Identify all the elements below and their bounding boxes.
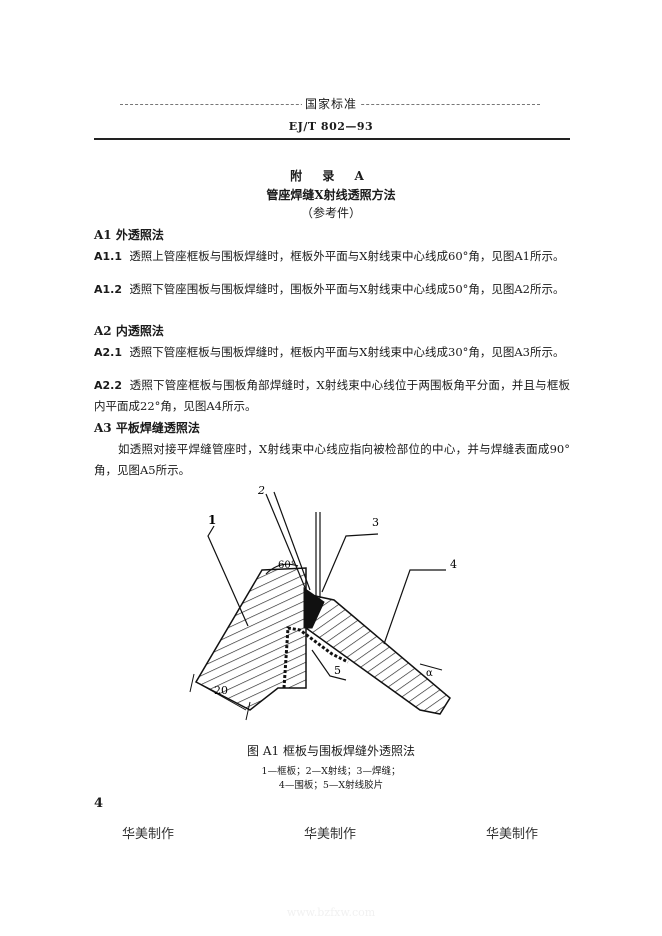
appendix-remark: （参考件） bbox=[300, 206, 361, 220]
section-a3-heading: A3 平板焊缝透照法 bbox=[94, 421, 200, 435]
dimension-line bbox=[195, 681, 247, 711]
paragraph-number: A1.2 bbox=[94, 283, 122, 296]
section-a1-heading: A1 外透照法 bbox=[94, 228, 164, 242]
weld-bead bbox=[303, 587, 325, 629]
label-3: 3 bbox=[372, 516, 379, 529]
label-dimension-20: 20 bbox=[214, 684, 228, 697]
document-number: EJ/T 802—93 bbox=[288, 120, 374, 133]
paragraph-text: 透照下管座框板与围板焊缝时，框板内平面与X射线束中心线成30°角，见图A3所示。 bbox=[129, 345, 565, 359]
x-ray-beam bbox=[265, 493, 307, 591]
page-number: 4 bbox=[94, 796, 104, 811]
appendix-label: 附 录 A bbox=[290, 169, 372, 183]
paragraph-a1-1: A1.1 透照上管座框板与围板焊缝时，框板外平面与X射线束中心线成60°角，见图… bbox=[94, 246, 570, 267]
label-5: 5 bbox=[334, 664, 341, 677]
footer-center: 华美制作 bbox=[304, 827, 357, 842]
paragraph-text: 透照下管座框板与围板角部焊缝时，X射线束中心线位于两围板角平分面，并且与框板内平… bbox=[94, 378, 570, 413]
leader-line-4 bbox=[383, 569, 446, 645]
x-ray-film bbox=[282, 626, 349, 689]
paragraph-number: A2.1 bbox=[94, 346, 122, 359]
label-angle-60: 60° bbox=[278, 560, 296, 571]
paragraph-text: 透照上管座框板与围板焊缝时，框板外平面与X射线束中心线成60°角，见图A1所示。 bbox=[129, 249, 565, 263]
paragraph-text: 透照下管座围板与围板焊缝时，围板外平面与X射线束中心线成50°角，见图A2所示。 bbox=[129, 282, 565, 296]
paragraph-number: A2.2 bbox=[94, 379, 122, 392]
paragraph-a1-2: A1.2 透照下管座围板与围板焊缝时，围板外平面与X射线束中心线成50°角，见图… bbox=[94, 279, 570, 300]
figure-caption: 图 A1 框板与围板焊缝外透照法 bbox=[247, 744, 415, 758]
leader-line-3 bbox=[321, 533, 379, 593]
label-angle-small: α bbox=[426, 668, 433, 679]
footer-left: 华美制作 bbox=[122, 827, 175, 842]
paragraph-a2-2: A2.2 透照下管座框板与围板角部焊缝时，X射线束中心线位于两围板角平分面，并且… bbox=[94, 375, 570, 417]
label-1: 1 bbox=[208, 513, 216, 527]
angle-ref-line bbox=[419, 663, 443, 671]
dimension-tick bbox=[245, 701, 251, 721]
paragraph-a3-1: 如透照对接平焊缝管座时，X射线束中心线应指向被检部位的中心，并与焊缝表面成90°… bbox=[94, 442, 570, 477]
header-title: 国家标准 bbox=[302, 95, 360, 112]
paragraph-number: A1.1 bbox=[94, 250, 122, 263]
dimension-tick bbox=[189, 673, 195, 693]
enclosure-plate bbox=[305, 593, 451, 715]
figure-legend-line-2: 4—围板；5—X射线胶片 bbox=[278, 780, 384, 791]
angle-arc bbox=[265, 563, 299, 575]
header-rule bbox=[94, 138, 570, 140]
watermark: www.bzfxw.com bbox=[286, 906, 376, 919]
x-ray-beam bbox=[273, 491, 311, 591]
section-a2-heading: A2 内透照法 bbox=[94, 324, 164, 338]
label-2: 2 bbox=[257, 484, 265, 497]
appendix-title: 管座焊缝X射线透照方法 bbox=[266, 188, 396, 202]
leader-line-1 bbox=[207, 525, 249, 627]
figure-a1-diagram: 1 2 3 4 5 60° 20 α bbox=[189, 484, 457, 721]
footer-right: 华美制作 bbox=[486, 827, 539, 842]
frame-plate bbox=[194, 567, 307, 711]
label-4: 4 bbox=[450, 558, 457, 571]
figure-legend-line-1: 1—框板；2—X射线；3—焊缝； bbox=[261, 766, 401, 777]
leader-line-5 bbox=[311, 649, 347, 681]
paragraph-a2-1: A2.1 透照下管座框板与围板焊缝时，框板内平面与X射线束中心线成30°角，见图… bbox=[94, 342, 570, 363]
